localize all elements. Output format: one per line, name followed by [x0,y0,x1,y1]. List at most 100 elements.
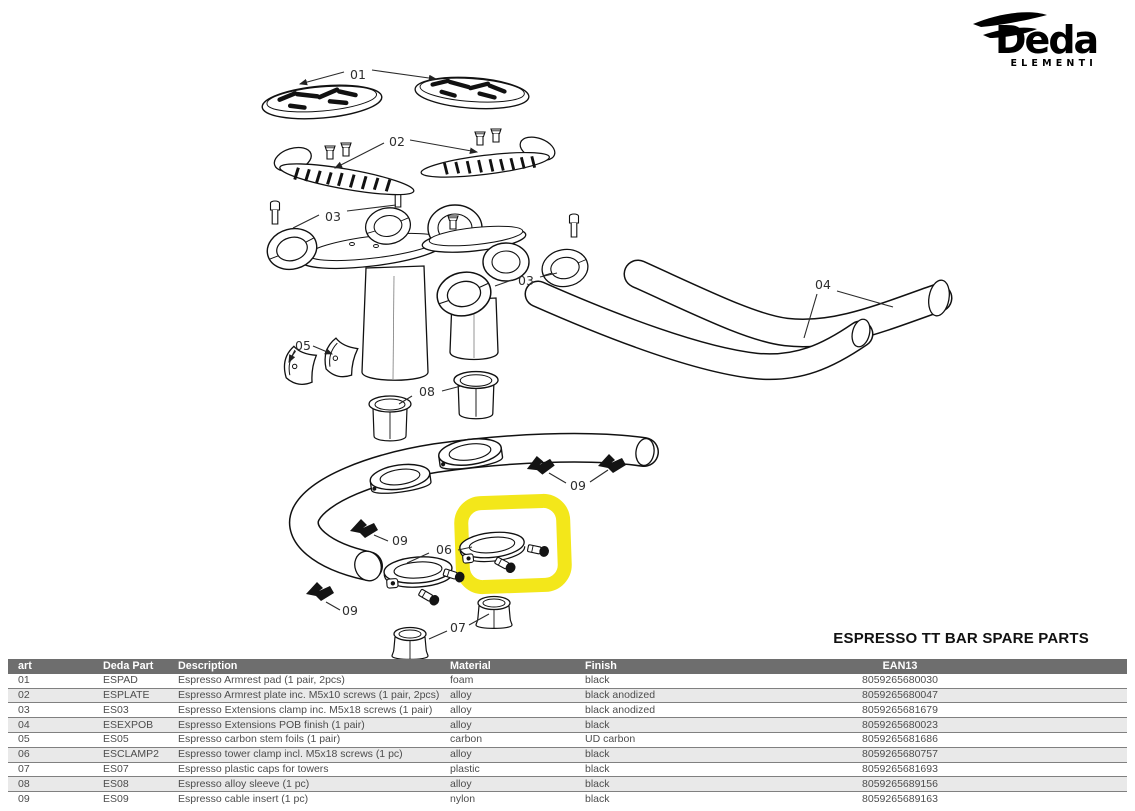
callout-label-01: 01 [350,67,366,82]
plate-screw [324,145,336,160]
cell-finish: black [585,674,610,687]
cell-art: 03 [18,703,30,716]
callout-label-08: 08 [419,384,435,399]
armrest-pad [414,74,530,112]
cell-part: ES05 [103,733,129,746]
header-finish: Finish [575,659,673,674]
cell-desc: Espresso alloy sleeve (1 pc) [178,777,310,790]
table-row: 04 ESEXPOB Espresso Extensions POB finish … [8,717,1127,733]
cell-desc: Espresso cable insert (1 pc) [178,792,309,805]
cell-ean: 8059265681693 [862,763,938,776]
cell-desc: Espresso Extensions POB finish (1 pair) [178,718,365,731]
tower-left [299,183,483,381]
cell-desc: Espresso carbon stem foils (1 pair) [178,733,341,746]
cell-material: carbon [450,733,483,746]
cell-art: 08 [18,777,30,790]
callout-leader-lines [288,69,894,640]
bar-mount-collar [369,463,432,494]
cell-material: alloy [450,777,472,790]
cell-material: nylon [450,792,476,805]
cell-material: alloy [450,748,472,761]
plastic-cap [391,626,429,660]
deda-elementi-logo: Deda ELEMENTI [973,12,1099,69]
header-material: Material [440,659,575,674]
cell-desc: Espresso Extensions clamp inc. M5x18 scr… [178,703,433,716]
parts-table-container: art Deda Part Description Material Finis… [8,659,1127,806]
cell-art: 07 [18,763,30,776]
cell-desc: Espresso tower clamp incl. M5x18 screws … [178,748,403,761]
cell-ean: 8059265680047 [862,689,938,702]
cell-finish: black [585,792,610,805]
alloy-sleeve [368,395,412,442]
cell-ean: 8059265689163 [862,792,938,805]
stem-foil [322,336,361,379]
cell-material: alloy [450,689,472,702]
header-deda-part: Deda Part [93,659,168,674]
cable-insert [306,582,334,601]
clamp-screw [447,215,459,230]
cell-finish: black anodized [585,703,656,716]
cell-ean: 8059265680757 [862,748,938,761]
header-art: art [8,659,93,674]
cell-finish: black [585,763,610,776]
parts-table: art Deda Part Description Material Finis… [8,659,1127,806]
cell-ean: 8059265680030 [862,674,938,687]
table-header-row: art Deda Part Description Material Finis… [8,659,1127,674]
cell-part: ES03 [103,703,129,716]
plate-screw [340,142,352,157]
logo-wing-bottom [983,27,1037,38]
cell-ean: 8059265681679 [862,703,938,716]
cell-art: 01 [18,674,30,687]
tower-clamp [382,553,467,608]
cell-art: 04 [18,718,30,731]
cell-ean: 8059265681686 [862,733,938,746]
extension-bars [524,259,953,381]
cell-material: alloy [450,703,472,716]
callout-label-03-left: 03 [325,209,341,224]
cell-art: 09 [18,792,30,805]
clamp-screw [269,200,281,225]
cell-art: 06 [18,748,30,761]
plate-screw [474,131,486,146]
cell-part: ESPAD [103,674,138,687]
callout-label-03-right: 03 [518,273,534,288]
cell-desc: Espresso Armrest plate inc. M5x10 screws… [178,689,440,702]
callout-label-04: 04 [815,277,831,292]
callout-label-02: 02 [389,134,405,149]
cell-part: ES07 [103,763,129,776]
exploded-parts-diagram: 01 02 03 03 04 05 08 06 07 09 09 09 [0,67,953,660]
cell-part: ES09 [103,792,129,805]
cell-material: plastic [450,763,480,776]
cell-ean: 8059265689156 [862,777,938,790]
cell-finish: UD carbon [585,733,636,746]
bar-mount-collar [438,438,504,470]
cell-finish: black anodized [585,689,656,702]
cell-finish: black [585,718,610,731]
armrest-pad [261,81,383,123]
plate-screw [490,128,502,143]
tower-clamp-highlighted [457,528,551,576]
callout-label-09-right: 09 [570,478,586,493]
page-title: ESPRESSO TT BAR SPARE PARTS [833,630,1089,647]
cell-part: ESCLAMP2 [103,748,160,761]
cable-insert [350,519,378,538]
logo-wordmark: Deda [995,18,1097,62]
base-bar [289,432,659,582]
cell-part: ESPLATE [103,689,150,702]
table-row: 06 ESCLAMP2 Espresso tower clamp incl. M5x… [8,747,1127,763]
header-description: Description [168,659,440,674]
logo-subtext: ELEMENTI [1010,58,1097,69]
logo-wing-top [973,12,1047,27]
cell-part: ESEXPOB [103,718,154,731]
callout-label-09-low: 09 [342,603,358,618]
alloy-sleeve [453,370,499,420]
callout-label-07: 07 [450,620,466,635]
armrest-plate [418,131,560,184]
cell-finish: black [585,748,610,761]
clamp-screw [568,213,580,238]
